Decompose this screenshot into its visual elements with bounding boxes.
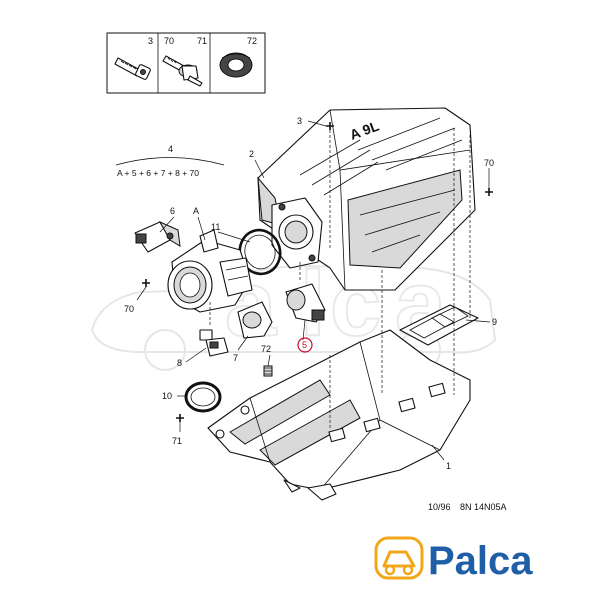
callout-70-left: 70 xyxy=(124,304,134,314)
throttle-sensor xyxy=(134,220,181,253)
guide-lines xyxy=(209,128,471,430)
callout-8: 8 xyxy=(177,358,182,368)
bolt-icon xyxy=(114,57,151,80)
plenum-gasket xyxy=(399,304,479,346)
connector-plug xyxy=(199,329,229,357)
footer-ref: 8N 14N05A xyxy=(460,502,507,512)
callout-9: 9 xyxy=(492,317,497,327)
callouts: 3 2 6 A 11 70 70 8 7 72 5 10 71 9 1 xyxy=(124,116,497,471)
callout-3: 3 xyxy=(297,116,302,126)
lower-intake-manifold xyxy=(207,329,471,501)
throttle-housing xyxy=(167,229,253,313)
kit-label-71: 71 xyxy=(197,36,207,46)
callout-5: 5 xyxy=(302,340,307,350)
formula-text: A + 5 + 6 + 7 + 8 + 70 xyxy=(117,168,199,178)
callout-1: 1 xyxy=(446,461,451,471)
callout-6: 6 xyxy=(170,206,175,216)
callout-5-highlight xyxy=(297,337,313,353)
fastener-markers xyxy=(142,122,493,422)
throttle-body xyxy=(271,197,323,269)
idle-control-valve xyxy=(285,283,326,323)
callout-72: 72 xyxy=(261,344,271,354)
callout-a: A xyxy=(193,206,199,216)
callout-70-right: 70 xyxy=(484,158,494,168)
assembly-formula: 4 A + 5 + 6 + 7 + 8 + 70 xyxy=(115,144,225,178)
leader-lines xyxy=(136,120,491,461)
callout-10: 10 xyxy=(162,391,172,401)
footer-date: 10/96 xyxy=(428,502,451,512)
callout-7: 7 xyxy=(233,353,238,363)
kit-label-70: 70 xyxy=(164,36,174,46)
kit-label-3: 3 xyxy=(148,36,153,46)
callout-71: 71 xyxy=(172,436,182,446)
actuator-module xyxy=(237,301,273,339)
callout-11: 11 xyxy=(211,222,220,232)
spring-clip xyxy=(263,365,273,377)
formula-number: 4 xyxy=(168,144,173,154)
stud-nut-icon xyxy=(162,55,203,87)
footer-reference: 10/96 8N 14N05A xyxy=(428,502,507,512)
o-ring xyxy=(184,381,222,413)
hardware-kit-box: 3 70 71 72 xyxy=(106,32,266,94)
brand-name: Palca xyxy=(428,539,533,583)
callout-2: 2 xyxy=(249,149,254,159)
kit-label-72: 72 xyxy=(247,36,257,46)
ring-seal-icon xyxy=(219,52,253,78)
brand-logo: Palca xyxy=(374,536,533,583)
